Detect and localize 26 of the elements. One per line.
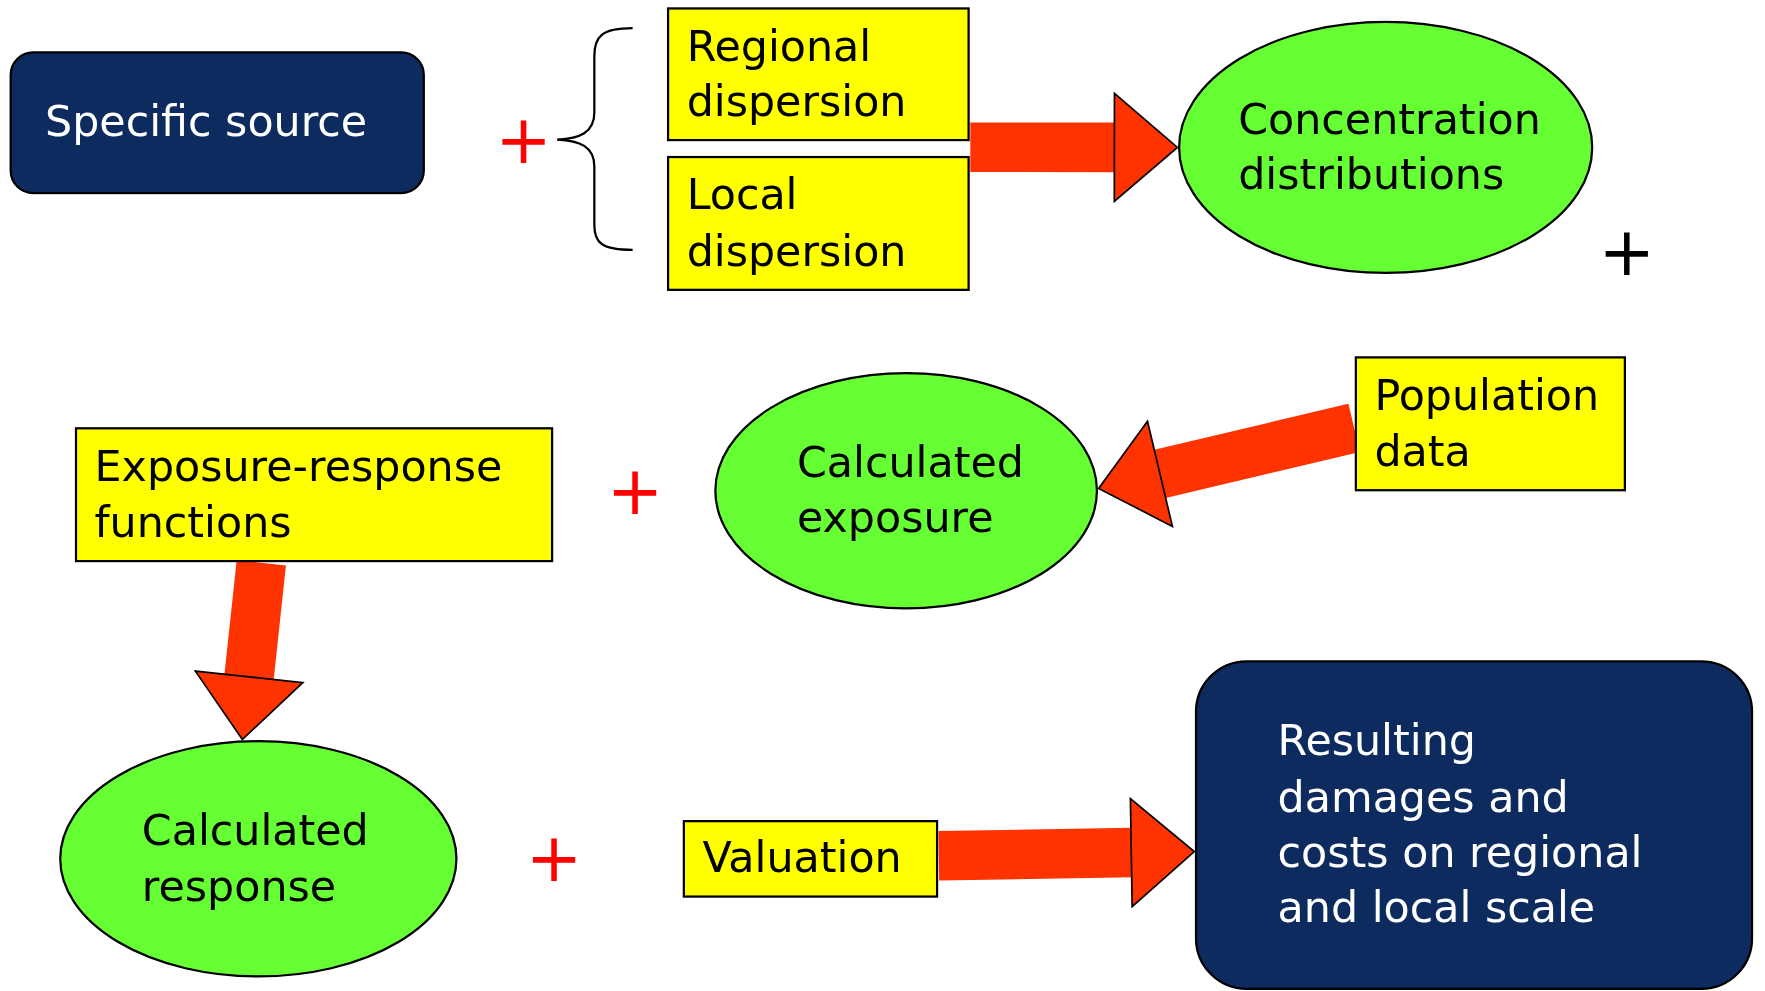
node-label: Local dispersion xyxy=(686,169,908,278)
ellipse-node xyxy=(713,371,1099,611)
node-label: Concentration distributions xyxy=(1238,93,1541,202)
ellipse-node xyxy=(1177,20,1594,275)
process-box xyxy=(74,426,554,563)
process-box xyxy=(666,6,971,142)
node-label: Resulting damages and costs on regional and local scale xyxy=(1277,715,1644,935)
node-label: Exposure-response functions xyxy=(94,440,504,549)
plus-sign: + xyxy=(1598,217,1655,285)
node-label: Calculated exposure xyxy=(796,436,1024,545)
node-label: Specific source xyxy=(45,96,368,149)
node-label: Regional dispersion xyxy=(686,19,908,129)
rounded-box xyxy=(1194,659,1754,991)
plus-sign: + xyxy=(525,823,583,892)
block-arrow xyxy=(938,797,1196,908)
block-arrow xyxy=(970,92,1179,203)
process-box xyxy=(1354,355,1627,492)
process-box xyxy=(682,819,939,899)
plus-sign: + xyxy=(495,105,552,174)
plus-sign: + xyxy=(606,457,664,525)
node-label: Population data xyxy=(1374,369,1601,478)
node-label: Valuation xyxy=(702,832,902,885)
rounded-box xyxy=(9,50,426,195)
process-box xyxy=(666,155,971,292)
ellipse-node xyxy=(58,739,459,979)
node-label: Calculated response xyxy=(141,804,370,913)
